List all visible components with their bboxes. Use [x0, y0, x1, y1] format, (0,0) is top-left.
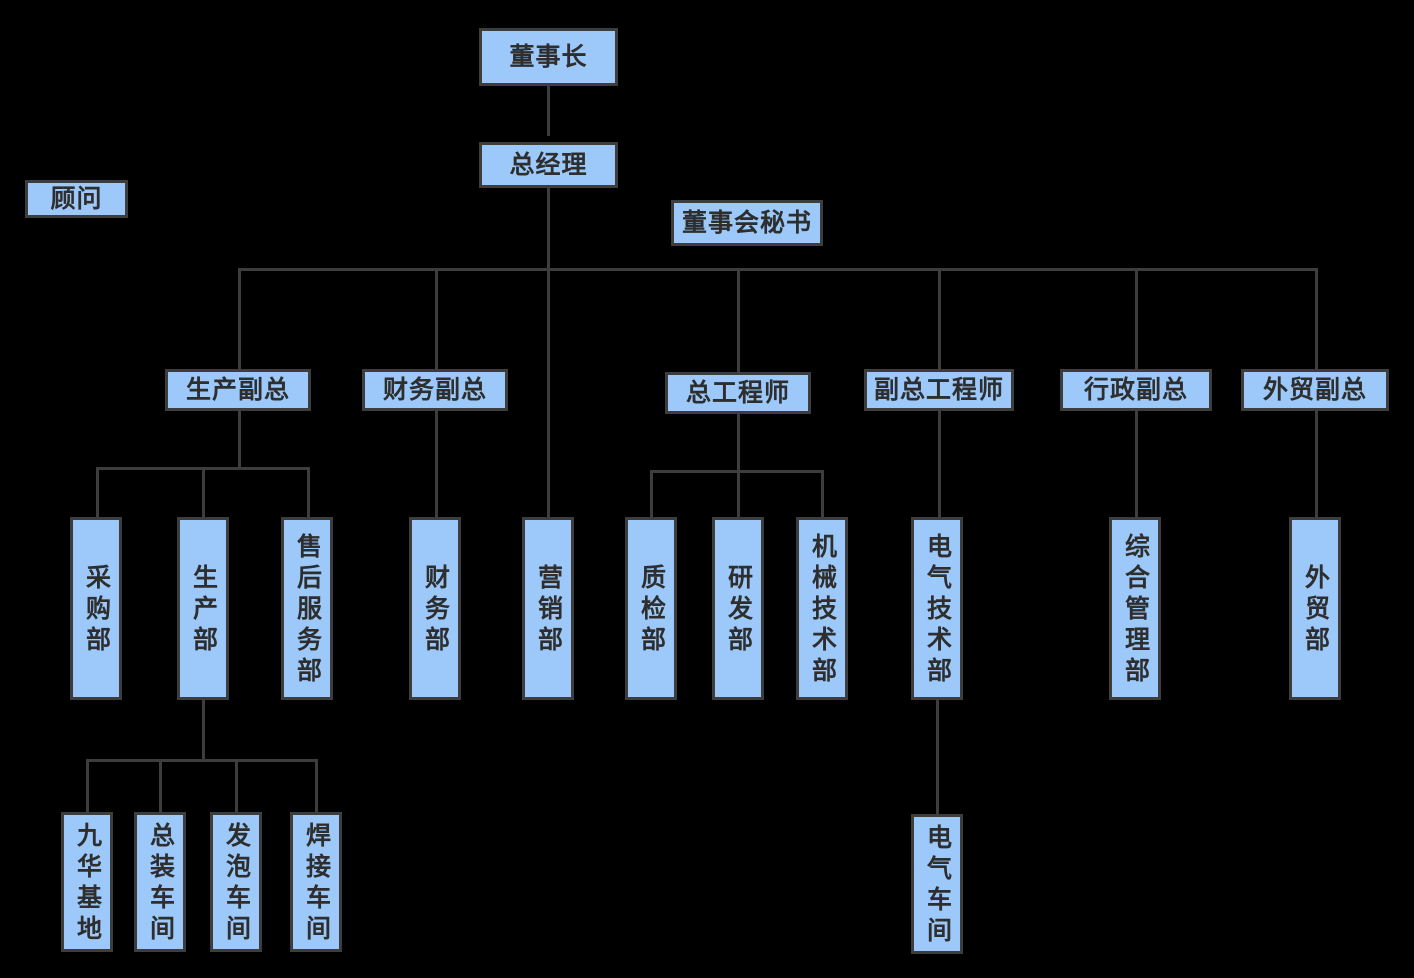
node-dept-after-sales-label: 售后服务部	[293, 532, 322, 688]
node-shop-foaming-label: 发泡车间	[222, 821, 251, 946]
node-deputy-chief-engineer-label: 副总工程师	[873, 376, 1004, 404]
connector-to-dept-foreign-trade	[1315, 411, 1318, 517]
node-vp-production[interactable]: 生产副总	[165, 369, 311, 411]
node-base-jiuhua[interactable]: 九华基地	[61, 812, 113, 952]
node-base-jiuhua-label: 九华基地	[73, 821, 102, 946]
node-dept-production[interactable]: 生产部	[177, 517, 229, 700]
node-shop-assembly[interactable]: 总装车间	[134, 812, 186, 952]
connector-bus-to-vp-production	[238, 268, 241, 369]
node-chairman-label: 董事长	[509, 43, 588, 71]
connector-to-dept-finance	[435, 411, 438, 517]
connector-chief-engineer-stem	[737, 414, 740, 472]
connector-to-shop-welding	[315, 759, 318, 814]
node-board-secretary[interactable]: 董事会秘书	[671, 200, 823, 246]
connector-to-shop-electrical	[936, 700, 939, 816]
connector-to-base-jiuhua	[86, 759, 89, 814]
node-dept-marketing-label: 营销部	[534, 563, 563, 657]
node-chief-engineer[interactable]: 总工程师	[665, 372, 811, 414]
connector-to-dept-after-sales	[307, 467, 310, 517]
connector-to-dept-mech-tech	[821, 470, 824, 517]
node-dept-general-admin[interactable]: 综合管理部	[1109, 517, 1161, 700]
node-dept-rnd[interactable]: 研发部	[712, 517, 764, 700]
node-dept-foreign-trade-label: 外贸部	[1301, 563, 1330, 657]
node-dept-marketing[interactable]: 营销部	[522, 517, 574, 700]
node-dept-elec-tech-label: 电气技术部	[923, 532, 952, 688]
connector-to-dept-quality	[650, 470, 653, 517]
connector-gm-trunk	[547, 186, 550, 524]
node-chief-engineer-label: 总工程师	[685, 379, 790, 407]
node-dept-mech-tech[interactable]: 机械技术部	[796, 517, 848, 700]
node-shop-welding[interactable]: 焊接车间	[290, 812, 342, 952]
node-vp-foreign-trade-label: 外贸副总	[1262, 376, 1367, 404]
connector-bus-to-deputy-chief-engineer	[938, 268, 941, 369]
node-board-secretary-label: 董事会秘书	[681, 209, 812, 237]
node-dept-quality[interactable]: 质检部	[625, 517, 677, 700]
node-shop-welding-label: 焊接车间	[302, 821, 331, 946]
connector-to-dept-rnd	[737, 470, 740, 517]
connector-gm-bus	[238, 268, 1317, 271]
node-shop-assembly-label: 总装车间	[146, 821, 175, 946]
node-dept-purchasing-label: 采购部	[82, 563, 111, 657]
node-vp-administration[interactable]: 行政副总	[1060, 369, 1212, 411]
node-dept-production-label: 生产部	[189, 563, 218, 657]
connector-to-shop-foaming	[235, 759, 238, 814]
connector-bus-to-vp-finance	[435, 268, 438, 369]
node-vp-production-label: 生产副总	[185, 376, 290, 404]
node-dept-foreign-trade[interactable]: 外贸部	[1289, 517, 1341, 700]
node-dept-finance[interactable]: 财务部	[409, 517, 461, 700]
connector-to-shop-assembly	[159, 759, 162, 814]
connector-bus-to-vp-foreign-trade	[1315, 268, 1318, 369]
connector-dept-production-stem	[202, 700, 205, 762]
node-dept-quality-label: 质检部	[637, 563, 666, 657]
connector-workshops-bus	[86, 759, 318, 762]
connector-vp-production-stem	[238, 411, 241, 469]
connector-bus-to-vp-administration	[1135, 268, 1138, 369]
node-vp-administration-label: 行政副总	[1083, 376, 1188, 404]
connector-to-dept-general-admin	[1135, 411, 1138, 517]
connector-chairman-to-gm	[547, 86, 550, 136]
node-vp-finance-label: 财务副总	[382, 376, 487, 404]
node-general-manager[interactable]: 总经理	[479, 142, 618, 188]
connector-bus-to-chief-engineer	[737, 268, 740, 372]
node-dept-general-admin-label: 综合管理部	[1121, 532, 1150, 688]
node-dept-elec-tech[interactable]: 电气技术部	[911, 517, 963, 700]
node-dept-mech-tech-label: 机械技术部	[808, 532, 837, 688]
node-shop-foaming[interactable]: 发泡车间	[210, 812, 262, 952]
node-deputy-chief-engineer[interactable]: 副总工程师	[864, 369, 1014, 411]
node-shop-electrical-label: 电气车间	[923, 823, 952, 948]
node-vp-foreign-trade[interactable]: 外贸副总	[1241, 369, 1389, 411]
node-advisor-label: 顾问	[50, 185, 103, 213]
node-dept-rnd-label: 研发部	[724, 563, 753, 657]
connector-to-dept-production	[202, 467, 205, 517]
node-dept-finance-label: 财务部	[421, 563, 450, 657]
connector-to-dept-purchasing	[96, 467, 99, 517]
node-shop-electrical[interactable]: 电气车间	[911, 814, 963, 954]
node-dept-after-sales[interactable]: 售后服务部	[281, 517, 333, 700]
connector-to-dept-elec-tech	[938, 411, 941, 517]
node-vp-finance[interactable]: 财务副总	[362, 369, 508, 411]
node-chairman[interactable]: 董事长	[479, 28, 618, 86]
node-advisor[interactable]: 顾问	[25, 180, 128, 218]
node-general-manager-label: 总经理	[509, 151, 588, 179]
node-dept-purchasing[interactable]: 采购部	[70, 517, 122, 700]
